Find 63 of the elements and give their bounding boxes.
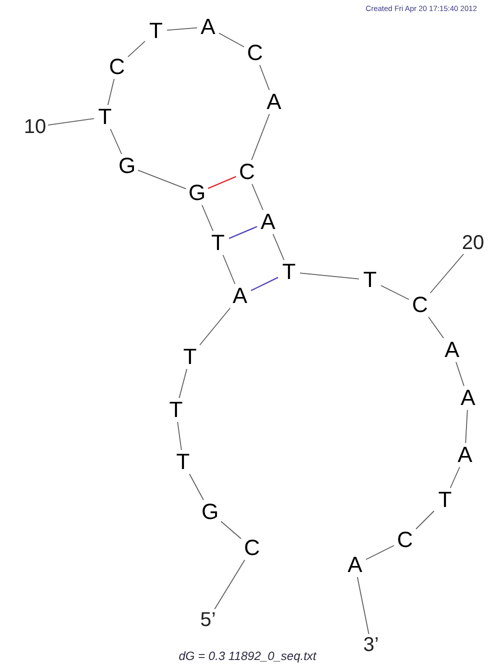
caption-text: dG = 0.3 11892_0_seq.txt [178, 648, 318, 665]
backbone-line [366, 545, 394, 560]
backbone-line [177, 422, 182, 450]
backbone-line [380, 285, 410, 300]
nucleotide-letter: G [186, 181, 208, 205]
base-pair-line [208, 176, 236, 189]
nucleotide-letter: T [145, 19, 167, 43]
backbone-line [189, 474, 204, 500]
nucleotide-letter: T [278, 260, 300, 284]
nucleotide-letter: T [434, 488, 456, 512]
nucleotide-letter: T [179, 345, 201, 369]
base-pair-line [228, 226, 258, 239]
nucleotide-letter: A [441, 338, 463, 362]
nucleotide-letter: G [199, 500, 221, 524]
leader-line [214, 560, 246, 610]
leader-line [430, 254, 464, 294]
nucleotide-letter: T [359, 268, 381, 292]
backbone-line [220, 520, 242, 540]
backbone-line [128, 40, 146, 58]
nucleotide-letter: A [344, 553, 366, 577]
nucleotide-letter: A [197, 15, 219, 39]
nucleotide-letter: C [106, 55, 128, 79]
backbone-line [428, 316, 444, 338]
backbone-line [138, 170, 186, 190]
nucleotide-letter: C [236, 160, 258, 184]
backbone-line [272, 234, 284, 260]
position-label: 20 [460, 232, 486, 254]
nucleotide-letter: G [116, 154, 138, 178]
nucleotide-letter: A [454, 443, 476, 467]
nucleotide-letter: T [207, 231, 229, 255]
backbone-line [107, 78, 115, 106]
position-label: 3’ [360, 634, 382, 656]
position-label: 5’ [197, 609, 219, 631]
backbone-line [259, 64, 270, 90]
nucleotide-letter: C [241, 536, 263, 560]
backbone-line [465, 410, 468, 444]
nucleotide-letter: C [244, 41, 266, 65]
leader-line [48, 118, 94, 126]
backbone-line [416, 510, 434, 530]
backbone-line [202, 204, 214, 232]
backbone-line [251, 114, 270, 160]
nucleotide-letter: T [172, 450, 194, 474]
backbone-line [218, 32, 244, 48]
backbone-line [456, 362, 464, 386]
nucleotide-letter: C [409, 293, 431, 317]
backbone-line [166, 27, 198, 31]
nucleotide-letter: A [263, 90, 285, 114]
position-label: 10 [22, 116, 48, 138]
backbone-line [300, 272, 360, 280]
nucleotide-letter: T [94, 105, 116, 129]
nucleotide-letter: A [257, 210, 279, 234]
backbone-line [222, 254, 236, 284]
nucleotide-letter: T [165, 398, 187, 422]
backbone-line [450, 466, 460, 488]
backbone-line [178, 368, 188, 398]
leader-line [356, 576, 370, 634]
base-pair-line [250, 276, 278, 292]
nucleotide-letter: A [457, 386, 479, 410]
backbone-line [199, 308, 231, 346]
nucleotide-letter: C [394, 528, 416, 552]
backbone-line [110, 128, 122, 154]
backbone-line [252, 184, 264, 210]
nucleotide-letter: A [229, 284, 251, 308]
